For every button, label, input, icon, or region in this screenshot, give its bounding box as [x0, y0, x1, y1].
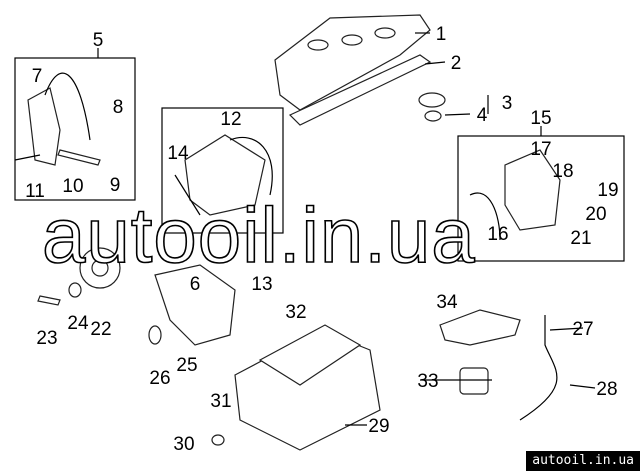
callout-14: 14: [167, 143, 189, 164]
callout-9: 9: [110, 175, 121, 196]
oil-filter: [459, 367, 489, 395]
callout-22: 22: [90, 319, 111, 340]
valve-cover-port: [341, 34, 363, 46]
oil-filter-housing: [439, 309, 521, 346]
watermark: autooil.in.ua: [42, 191, 476, 279]
washer: [68, 282, 82, 298]
callout-29: 29: [368, 416, 389, 437]
valve-cover-port: [374, 27, 396, 39]
callout-19: 19: [597, 180, 618, 201]
callout-8: 8: [113, 97, 124, 118]
callout-1: 1: [436, 24, 447, 45]
dipstick: [519, 315, 558, 421]
water-pump-cover: [504, 149, 561, 231]
cover-seal: [469, 192, 501, 241]
callout-27: 27: [572, 319, 593, 340]
seal-strip: [174, 174, 201, 216]
callout-11: 11: [25, 181, 45, 202]
valve-cover-gasket: [288, 54, 432, 126]
callout-12: 12: [220, 109, 241, 130]
callout-20: 20: [585, 204, 606, 225]
oil-cap: [418, 92, 446, 108]
seal-strip: [14, 154, 41, 161]
callout-34: 34: [436, 292, 458, 313]
valve-cover: [274, 14, 431, 111]
callout-30: 30: [173, 434, 194, 455]
pulley-hub: [91, 259, 109, 277]
cover-seal: [229, 136, 273, 196]
timing-cover-seal: [44, 72, 91, 141]
callout-7: 7: [32, 66, 43, 87]
callout-31: 31: [210, 391, 231, 412]
callout-2: 2: [451, 53, 462, 74]
callout-32: 32: [285, 302, 306, 323]
oil-seal: [148, 325, 162, 345]
callout-5: 5: [93, 30, 104, 51]
bolt: [37, 295, 61, 306]
callout-26: 26: [149, 368, 170, 389]
timing-cover: [27, 87, 61, 166]
oil-baffle: [258, 324, 362, 386]
group-box-5: [14, 57, 136, 201]
callout-6: 6: [190, 274, 201, 295]
callout-24: 24: [67, 313, 89, 334]
drain-plug: [211, 434, 225, 446]
callout-16: 16: [487, 224, 508, 245]
cap-seal: [424, 110, 442, 122]
cover-gasket: [57, 149, 101, 166]
group-box-12: [161, 107, 284, 234]
callout-33: 33: [417, 371, 438, 392]
callout-17: 17: [530, 139, 551, 160]
callout-28: 28: [596, 379, 617, 400]
callout-15: 15: [530, 108, 551, 129]
callout-4: 4: [477, 105, 488, 126]
leader-lines: [345, 32, 596, 426]
footer-url[interactable]: autooil.in.ua: [526, 451, 640, 471]
callout-25: 25: [176, 355, 197, 376]
callout-23: 23: [36, 328, 57, 349]
callout-13: 13: [251, 274, 272, 295]
valve-cover-port: [307, 39, 329, 51]
callout-10: 10: [62, 176, 83, 197]
oil-pump: [154, 264, 236, 346]
callout-18: 18: [552, 161, 573, 182]
callout-labels: 1234567891011121314151617181920212223242…: [25, 24, 618, 455]
callout-21: 21: [570, 228, 591, 249]
callout-3: 3: [502, 93, 513, 114]
